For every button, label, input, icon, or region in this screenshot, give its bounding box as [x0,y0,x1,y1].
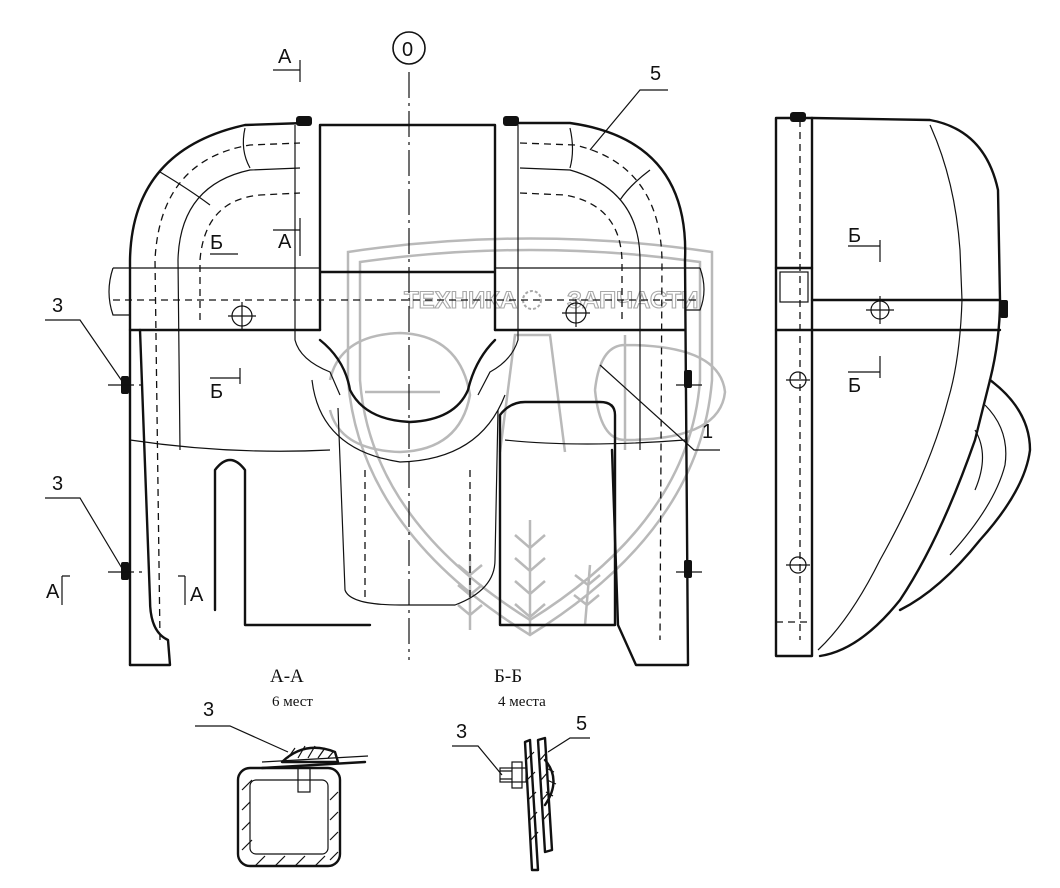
inner-tube-hidden [154,142,663,641]
section-aa-hatch [241,779,339,867]
callout-3-lower: 3 [52,473,63,495]
axis-callout-circle [392,31,426,65]
section-aa-callout-3: 3 [203,699,214,721]
callout-3-upper: 3 [52,295,63,317]
center-dash-line [108,384,705,573]
section-bb-leader-5 [547,737,590,753]
side-hole-1 [866,296,894,324]
side-tube-section [779,271,809,303]
lower-hidden-box [337,407,499,606]
section-aa-tube-outer [236,766,342,868]
lower-hidden-inner [364,470,471,600]
section-bb-nut [543,758,555,807]
leader-5 [589,89,668,151]
section-aa-plate [260,760,367,770]
section-bb-bolt [499,767,527,783]
section-bb-callout-5: 5 [576,713,587,735]
inner-tube-hidden-2 [199,192,623,320]
cut-mark-a-top: А [278,46,292,68]
section-aa-bolt [297,767,311,793]
section-aa-leader [195,725,289,753]
section-bb-nut-fill [545,767,557,797]
hole-right [562,299,590,327]
side-bolt-right [1000,300,1008,318]
leader-3-upper [45,319,125,385]
side-crossbar [774,266,1002,332]
tube-join-left [159,127,251,206]
side-bulge-inner [949,404,1007,556]
cut-mark-b-left-lower: Б [210,381,223,403]
tube-join-right [569,127,651,201]
front-view: 0 [108,31,705,667]
callout-1: 1 [702,421,713,443]
callout-5: 5 [650,63,661,85]
cut-mark-a-lower-right: А [190,584,204,606]
section-bb-leader-3 [452,745,503,776]
section-bb: Б-Б 4 места 3 5 [452,666,590,872]
gear-icon [522,290,542,310]
watermark-logo-f [593,335,727,450]
right-slot [498,400,617,627]
wheat-icon [457,520,601,635]
frame-outer-outline [128,121,690,667]
section-aa-note: 6 мест [272,694,313,710]
left-slot [213,458,372,627]
section-bb-note: 4 места [498,694,546,710]
side-bulge [898,378,1032,612]
outer-tube [177,167,641,451]
section-bb-bolt-thread [500,770,512,780]
cut-mark-b-side-lower: Б [848,375,861,397]
watermark-shield [346,237,714,637]
side-hole-3 [786,556,810,574]
cut-mark-b-left-upper: Б [210,232,223,254]
section-aa: А-А 6 мест 3 [195,666,369,868]
section-bb-plate-inner [536,736,554,854]
section-aa-nut-hatch [287,745,334,759]
saddle-lower [311,379,506,463]
central-bracket [318,123,497,332]
lower-panel-line [129,439,686,452]
section-aa-tube-inner [249,779,329,855]
bolt-left-lower [121,562,129,580]
crossbar-end-left [108,267,130,316]
section-bb-bolt-head [511,761,523,789]
section-bb-plate-hatch [525,751,551,841]
side-body [810,116,1002,658]
crossbar-end-right [685,267,705,311]
leader-3-lower [45,497,124,571]
section-aa-plate-2 [261,755,369,763]
bolt-right-upper [684,370,692,388]
side-hole-2 [786,371,810,389]
frame-left-leg [128,328,172,667]
bolt-top-right [503,116,519,126]
front-callouts: 5 1 3 3 А А Б Б А А [45,46,720,606]
watermark-logo-l [498,333,567,453]
central-bracket-posts [294,125,519,396]
cut-mark-b-side-upper: Б [848,225,861,247]
bolt-right-lower [684,560,692,578]
axis-callout-label: 0 [402,39,413,61]
section-bb-callout-3: 3 [456,721,467,743]
bolt-top-left [296,116,312,126]
side-view: Б Б [774,112,1032,658]
hole-left [228,302,256,330]
section-aa-title: А-А [270,666,304,687]
cut-mark-a-lower-left: А [46,581,60,603]
leader-1 [599,364,720,451]
watermark-shield-inner [358,248,702,622]
saddle-outline [318,338,497,424]
watermark-logo-e [328,331,472,454]
side-bolt-top [790,112,806,122]
cut-mark-a-mid: А [278,231,292,253]
section-bb-plate-outer [523,738,540,872]
section-bb-title: Б-Б [494,666,522,687]
watermark: ТЕХНИКА ЗАПЧАСТИ [328,237,727,637]
side-arc-inner [817,124,963,651]
side-hidden [776,120,812,640]
